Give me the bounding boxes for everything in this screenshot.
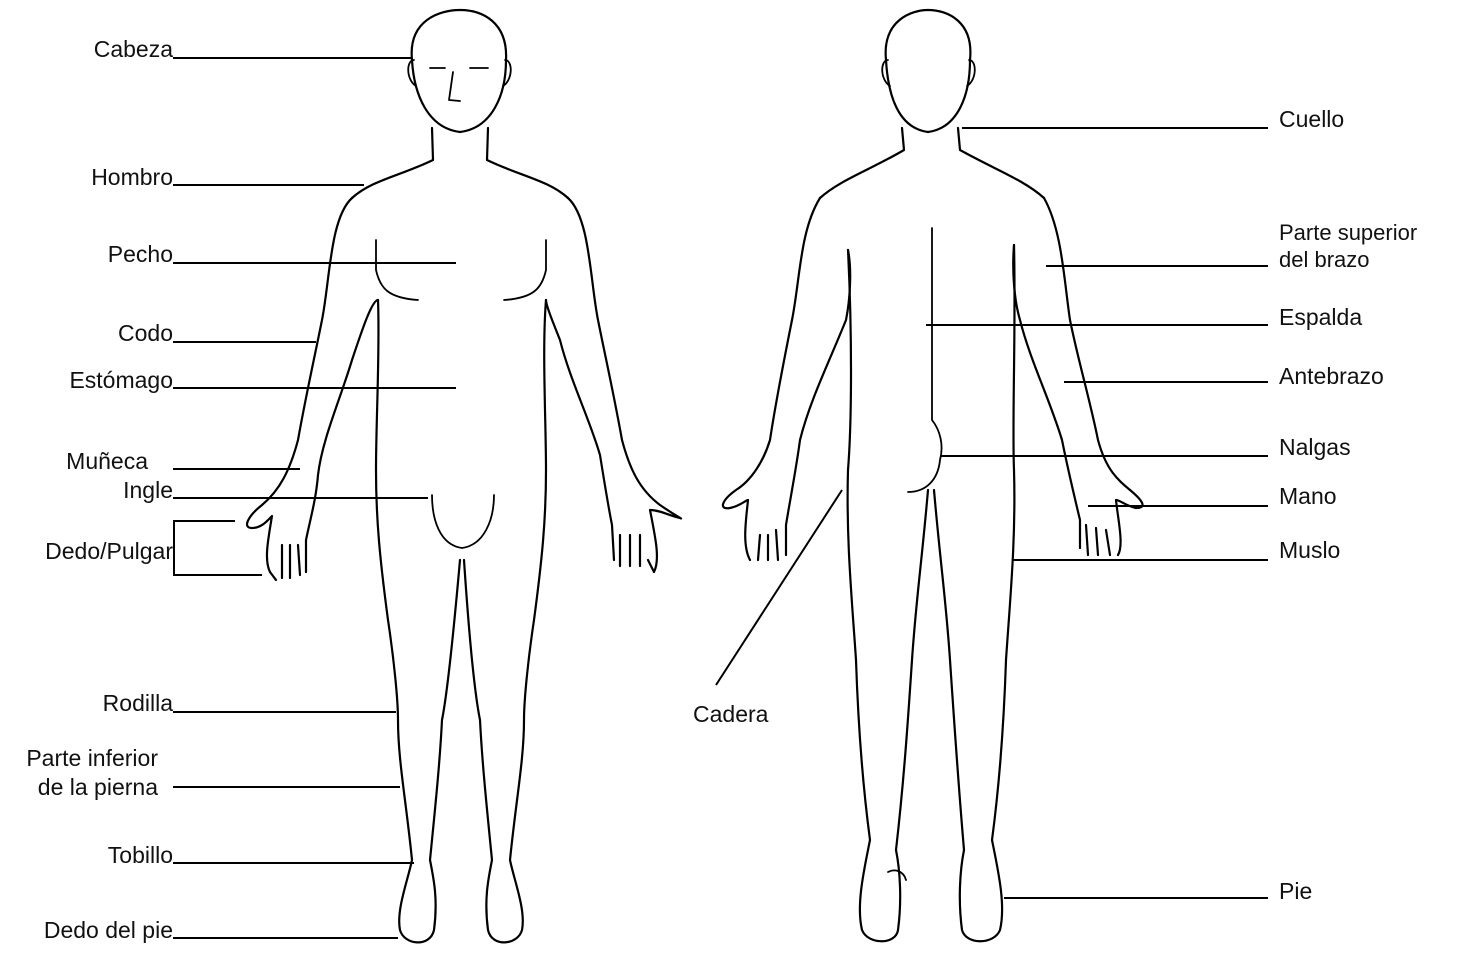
label-cadera: Cadera (693, 701, 769, 727)
label-cuello: Cuello (1279, 106, 1344, 132)
leader-dedo-pulgar (174, 521, 262, 575)
label-parte-inferior-2: de la pierna (38, 774, 158, 800)
front-neck (352, 128, 568, 198)
front-groin (432, 495, 494, 548)
label-estomago: Estómago (69, 367, 173, 393)
label-parte-superior-2: del brazo (1279, 247, 1370, 272)
label-pecho: Pecho (108, 241, 173, 267)
label-parte-superior-1: Parte superior (1279, 220, 1417, 245)
front-labels: Cabeza Hombro Pecho Codo Estómago Muñeca… (26, 36, 173, 943)
back-leaders (716, 128, 1268, 898)
label-mano: Mano (1279, 483, 1337, 509)
front-torso (376, 300, 546, 942)
back-body-right (1013, 198, 1142, 555)
label-parte-inferior-1: Parte inferior (26, 745, 158, 771)
label-antebrazo: Antebrazo (1279, 363, 1384, 389)
label-dedo-pie: Dedo del pie (44, 917, 173, 943)
label-muneca: Muñeca (66, 448, 148, 474)
back-torso (848, 245, 1015, 941)
label-ingle: Ingle (123, 477, 173, 503)
front-body-right (546, 198, 681, 572)
front-figure (247, 10, 681, 942)
front-leaders (173, 58, 456, 938)
label-cabeza: Cabeza (94, 36, 173, 62)
label-nalgas: Nalgas (1279, 434, 1351, 460)
back-head (886, 10, 971, 132)
front-head (412, 10, 506, 132)
label-muslo: Muslo (1279, 537, 1340, 563)
back-figure (723, 10, 1143, 941)
back-heel-mark (888, 870, 906, 880)
label-rodilla: Rodilla (103, 690, 174, 716)
front-chest-lines (376, 240, 546, 300)
label-espalda: Espalda (1279, 304, 1362, 330)
label-pie: Pie (1279, 878, 1312, 904)
back-neck (820, 128, 1044, 198)
leader-cadera (716, 490, 842, 685)
front-face (430, 68, 488, 101)
label-tobillo: Tobillo (108, 842, 173, 868)
label-hombro: Hombro (91, 164, 173, 190)
back-spine (908, 228, 942, 492)
label-dedo-pulgar: Dedo/Pulgar (45, 538, 173, 564)
label-codo: Codo (118, 320, 173, 346)
